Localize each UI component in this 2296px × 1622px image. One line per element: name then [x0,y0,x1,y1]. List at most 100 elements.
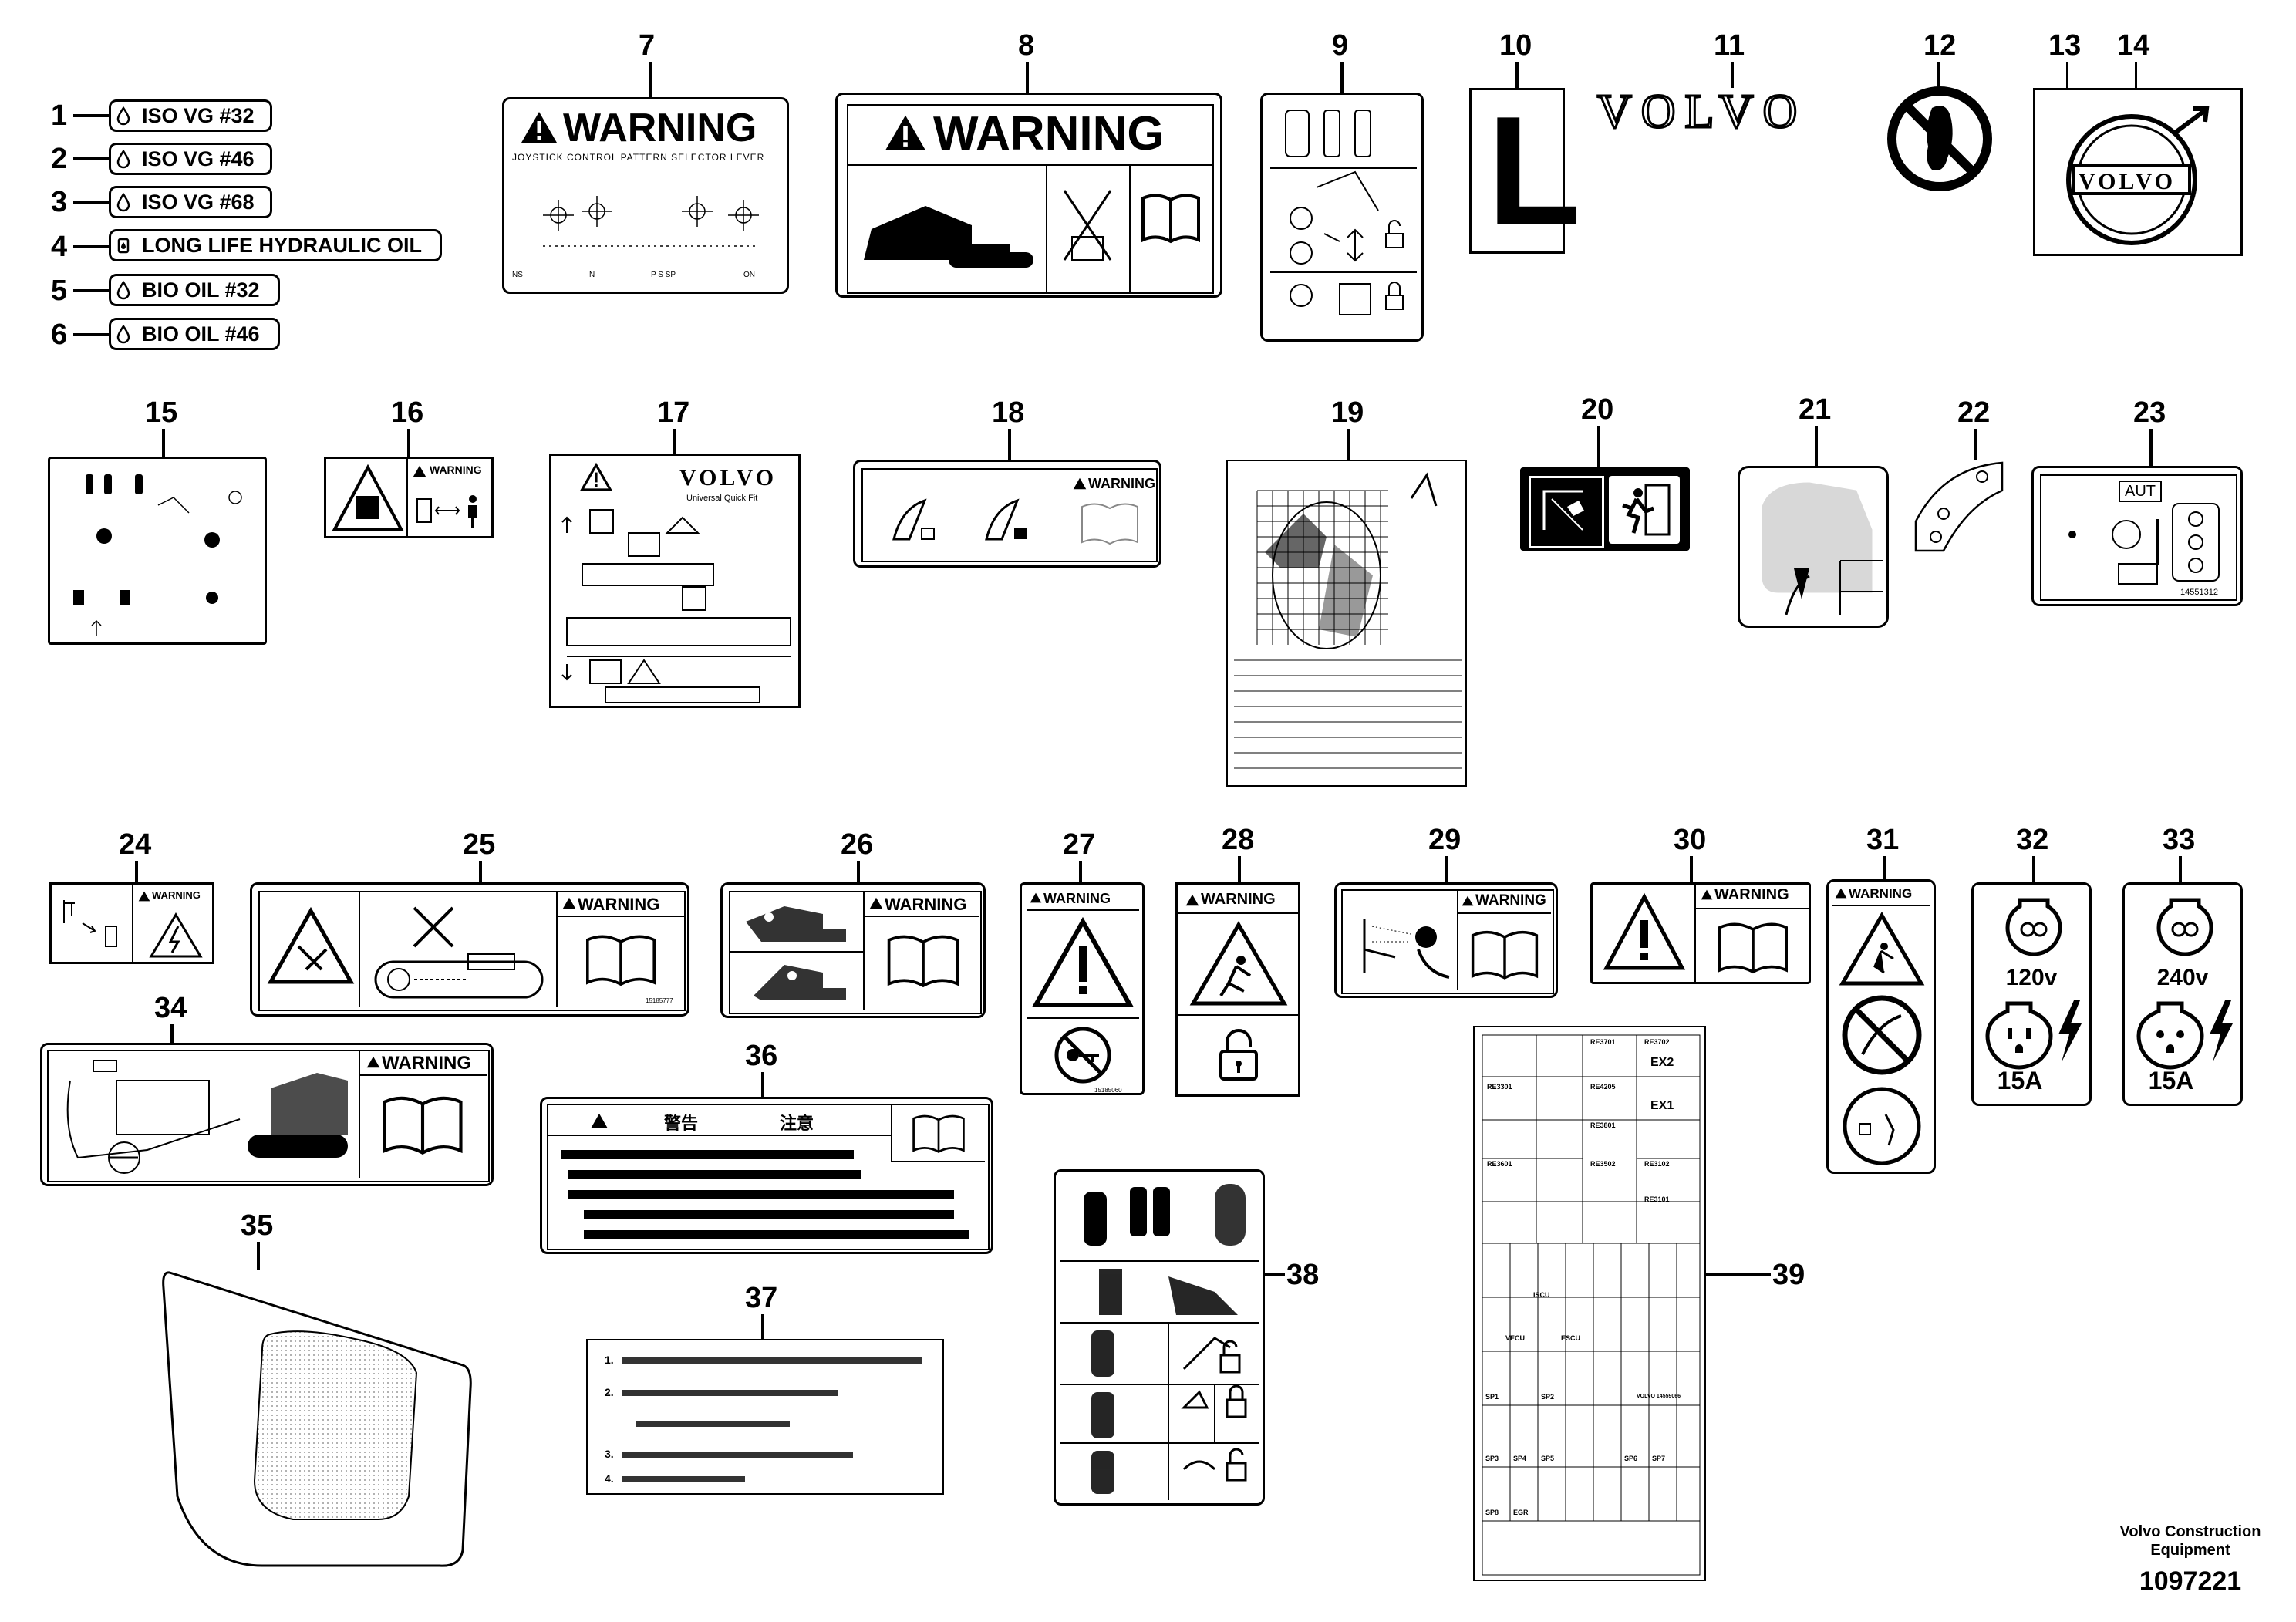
hydraulic-spray-diagram [1363,919,1450,979]
decal-chinese-warning: 警告 注意 [540,1097,993,1254]
callout-8: 8 [1018,29,1035,62]
fuse-relay-label: RE4205 [1590,1083,1616,1091]
leader-38 [1265,1273,1285,1276]
fuse-misc-label: SP5 [1541,1455,1554,1462]
oil-drop-icon [116,106,130,126]
oil-label-text: ISO VG #32 [142,104,255,127]
attachment-control-diagram [1060,1184,1259,1500]
fuse-relay-label: RE3702 [1644,1038,1670,1046]
book-icon [912,1114,965,1153]
svg-text:3.: 3. [605,1448,614,1460]
oil-drop-icon [116,192,130,212]
oil-label-text: ISO VG #46 [142,147,255,170]
oil-label-bio-46: BIO OIL #46 [109,318,280,350]
warning-header: WARNING [1475,892,1546,909]
leader-5 [73,289,109,292]
oil-label-iso-vg-68: ISO VG #68 [109,186,272,218]
callout-30: 30 [1674,824,1707,856]
decal-chinese-instructions: 1.2.3.4. [586,1339,944,1495]
warning-triangle-icon [1835,888,1847,899]
fuse-ex-label: EX1 [1650,1099,1674,1112]
oil-label-text: BIO OIL #32 [142,278,260,302]
exclamation-triangle-icon [1031,916,1135,1007]
decal-letter-l: L [1469,88,1581,254]
excavator-silhouette [864,206,1033,268]
chinese-header-2: 注意 [780,1114,814,1133]
oil-label-text: BIO OIL #46 [142,322,260,346]
callout-16: 16 [391,396,424,429]
decal-volvo-badge: VOLVO [2033,88,2243,256]
padlock-icon [1219,1029,1258,1081]
callout-28: 28 [1222,824,1255,856]
leader-32 [2032,856,2035,882]
socket-icon [2136,1001,2204,1070]
warning-triangle-icon [579,462,613,491]
callout-33: 33 [2163,824,2196,856]
svg-text:NS: NS [512,271,523,279]
oil-drop-icon [116,280,130,300]
callout-1: 1 [51,99,68,132]
decal-joystick-pattern-warning: WARNING JOYSTICK CONTROL PATTERN SELECTO… [502,97,789,294]
warning-triangle-icon [1462,895,1474,906]
callout-14: 14 [2117,29,2150,62]
hammer-window-icon [1542,490,1584,531]
leader-6 [73,333,109,336]
decal-fuse-box: RE3701 RE3702 RE3301 RE4205 RE3801 RE360… [1473,1026,1706,1581]
callout-21: 21 [1799,393,1832,426]
warning-triangle-icon [885,115,925,150]
warning-header: WARNING [1043,891,1111,906]
fuse-relay-label: RE3601 [1487,1160,1512,1168]
warning-triangle-icon [562,897,576,909]
fuse-misc-label: SP6 [1624,1455,1637,1462]
decal-attachment-control [1054,1169,1265,1506]
oil-label-long-life: LONG LIFE HYDRAULIC OIL [109,229,442,261]
warning-header: WARNING [382,1053,471,1074]
leader-25 [479,861,482,882]
decal-auto-idle: AUT 14551312 [2031,466,2243,606]
volvo-badge-icon [2066,106,2210,245]
callout-29: 29 [1428,824,1462,856]
oil-drop-icon [116,149,130,169]
callout-38: 38 [1286,1259,1320,1291]
fuse-grid: RE3701 RE3702 RE3301 RE4205 RE3801 RE360… [1482,1034,1701,1576]
oil-label-text: ISO VG #68 [142,191,255,214]
warning-triangle-icon [591,1113,608,1128]
aut-label: AUT [2119,481,2162,502]
warning-triangle-icon [138,891,150,902]
decal-ladder-warning: WARNING [40,1043,494,1186]
svg-text:4.: 4. [605,1472,614,1485]
decal-track-tension-warning: WARNING 15185777 [250,882,689,1017]
emergency-exit-icon [1622,484,1671,536]
control-layout-diagram [73,474,242,636]
leader-31 [1883,856,1886,882]
chinese-header-1: 警告 [664,1114,699,1133]
warning-triangle-icon [1030,892,1042,903]
fuse-relay-label: RE3801 [1590,1121,1616,1129]
leader-27 [1079,861,1082,882]
warning-header: WARNING [1088,476,1155,491]
callout-11: 11 [1714,29,1745,62]
leader-11 [1731,62,1734,88]
bucket-unlock-icon [892,498,935,541]
decal-bucket-lock: WARNING [853,460,1161,568]
book-icon [1471,930,1539,980]
decal-hot-surface-warning: WARNING 15185060 [1020,882,1145,1095]
callout-39: 39 [1772,1259,1805,1291]
warning-header: WARNING [563,106,757,150]
leader-37 [761,1314,764,1339]
leader-34 [170,1024,174,1043]
callout-37: 37 [745,1282,778,1314]
decal-pedal-warning: WARNING [1826,879,1936,1174]
side-window-panel [162,1271,472,1567]
fuse-misc-label: SP1 [1485,1393,1499,1401]
fuse-misc-label: ISCU [1533,1291,1550,1299]
warning-triangle-icon [869,897,883,909]
callout-31: 31 [1866,824,1900,856]
volvo-wordmark: VOLVO [1596,85,1807,140]
svg-text:N: N [589,271,595,279]
leader-28 [1238,856,1241,882]
leader-23 [2149,429,2153,466]
leader-2 [73,157,109,160]
oil-can-icon [117,238,130,254]
